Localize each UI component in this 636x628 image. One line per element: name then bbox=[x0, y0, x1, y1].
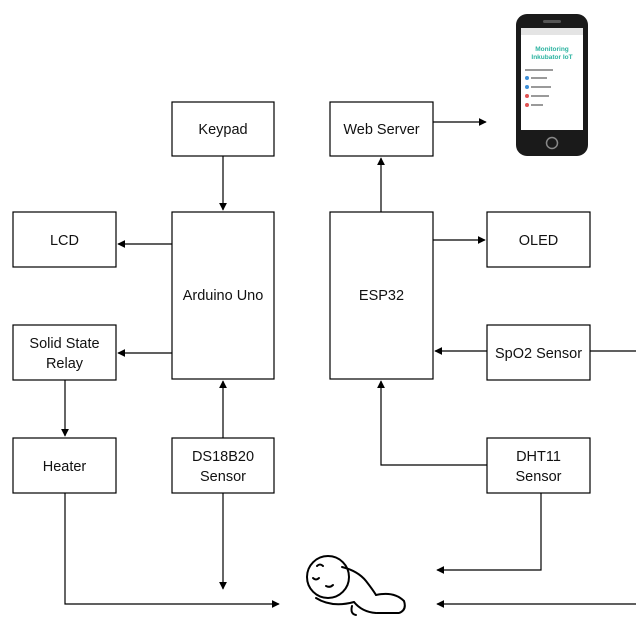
spo2-sensor-block: SpO2 Sensor bbox=[486, 324, 591, 381]
dht11-sensor-block: DHT11 Sensor bbox=[486, 437, 591, 494]
ssr-label-line2: Relay bbox=[46, 356, 84, 372]
heater-block: Heater bbox=[12, 437, 117, 494]
ssr-label-line1: Solid State bbox=[29, 336, 99, 352]
lcd-label: LCD bbox=[50, 233, 79, 249]
sleeping-baby-icon bbox=[306, 555, 406, 616]
oled-block: OLED bbox=[486, 211, 591, 268]
smartphone-icon: Monitoring Inkubator IoT bbox=[516, 14, 588, 156]
esp32-block: ESP32 bbox=[329, 211, 434, 380]
ds18b20-label-line2: Sensor bbox=[200, 469, 246, 485]
ds18b20-sensor-block: DS18B20 Sensor bbox=[171, 437, 275, 494]
phone-title-line2: Inkubator IoT bbox=[531, 54, 572, 61]
arduino-uno-label: Arduino Uno bbox=[183, 288, 264, 304]
solid-state-relay-block: Solid State Relay bbox=[12, 324, 117, 381]
dht11-label-line1: DHT11 bbox=[516, 449, 561, 465]
esp32-label: ESP32 bbox=[359, 288, 404, 304]
keypad-label: Keypad bbox=[198, 122, 247, 138]
arrow-heater-to-baby bbox=[64, 493, 280, 608]
web-server-block: Web Server bbox=[329, 101, 434, 157]
arduino-uno-block: Arduino Uno bbox=[171, 211, 275, 380]
arrow-dht11-to-baby bbox=[436, 493, 542, 574]
ds18b20-label-line1: DS18B20 bbox=[192, 449, 254, 465]
keypad-block: Keypad bbox=[171, 101, 275, 157]
heater-label: Heater bbox=[43, 459, 87, 475]
oled-label: OLED bbox=[519, 233, 559, 249]
spo2-sensor-label: SpO2 Sensor bbox=[495, 346, 582, 362]
arrow-dht11-to-esp32 bbox=[377, 380, 487, 466]
lcd-block: LCD bbox=[12, 211, 117, 268]
web-server-label: Web Server bbox=[343, 122, 419, 138]
dht11-label-line2: Sensor bbox=[516, 469, 562, 485]
phone-title-line1: Monitoring bbox=[535, 46, 569, 53]
